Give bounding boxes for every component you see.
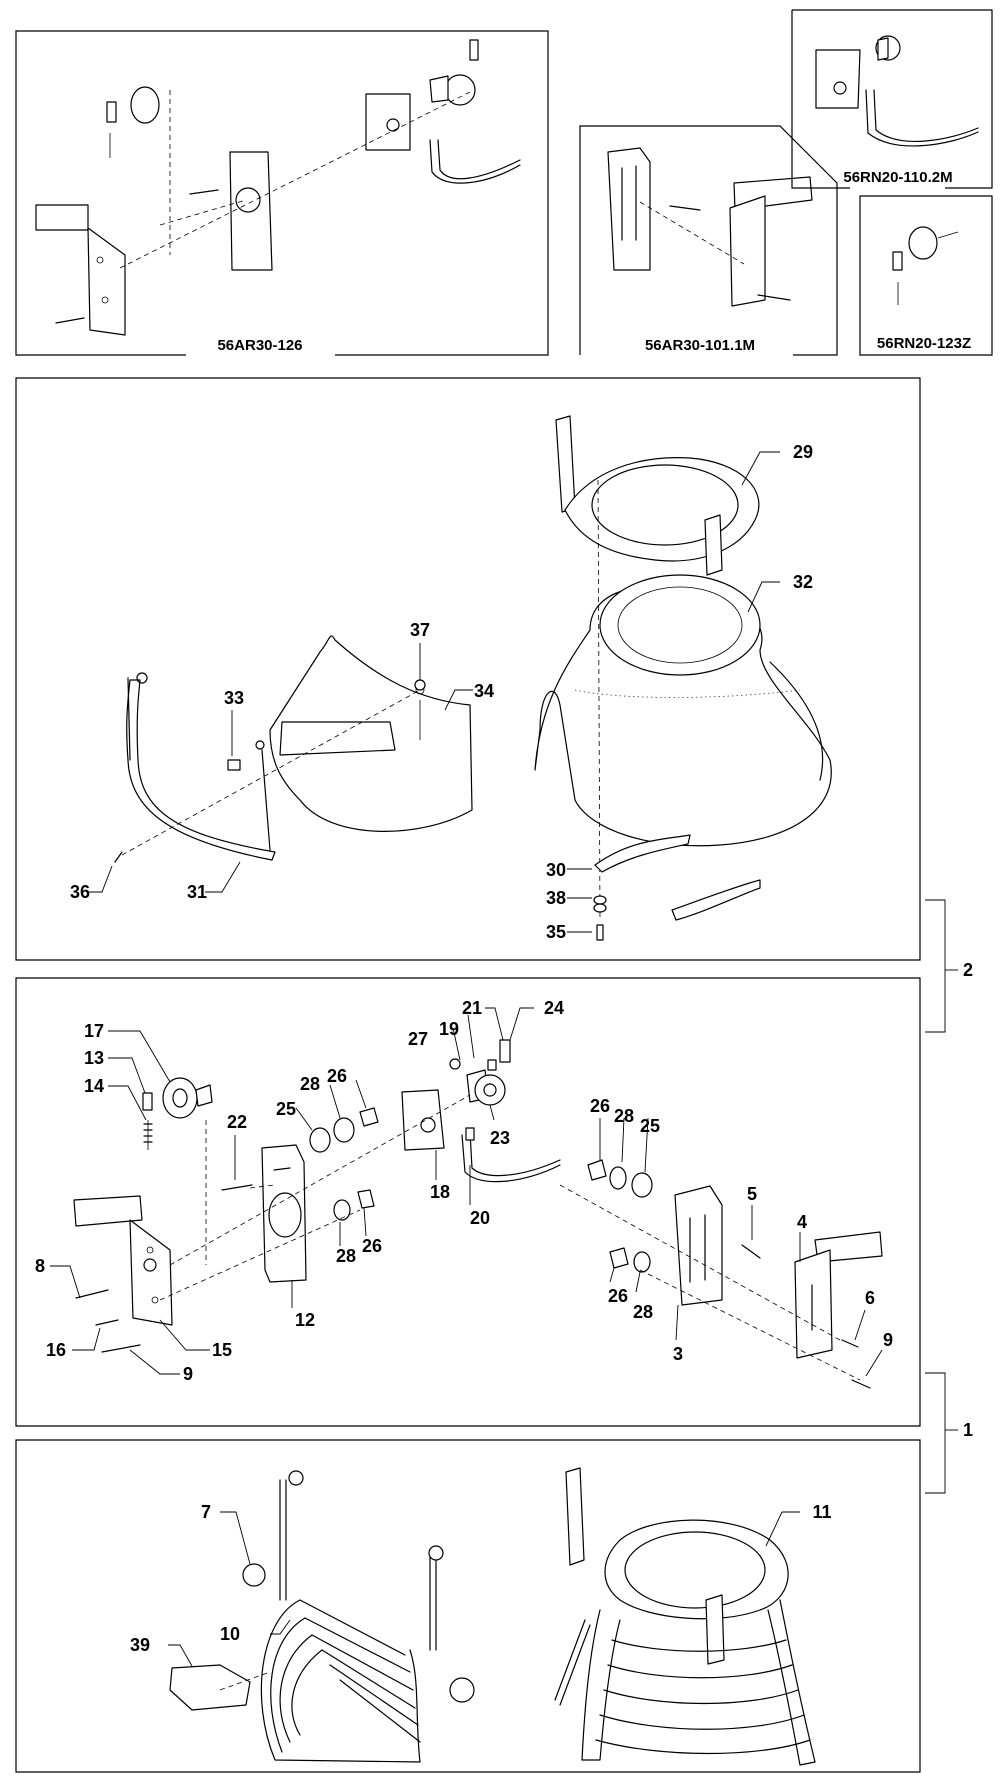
callout-28b: 28 [336, 1246, 356, 1266]
callout-14: 14 [84, 1076, 104, 1096]
callout-33: 33 [224, 688, 244, 708]
callout-38: 38 [546, 888, 566, 908]
kit-56RN20-123Z: 56RN20-123Z [859, 195, 993, 356]
callout-leaders [50, 451, 883, 1667]
callout-28d: 28 [633, 1302, 653, 1322]
kit-label-56AR30-126: 56AR30-126 [217, 337, 302, 354]
panel-guard-assembly [15, 1439, 921, 1773]
callout-28a: 28 [300, 1074, 320, 1094]
kit-56AR30-101.1M: 56AR30-101.1M [579, 125, 838, 360]
callout-11: 11 [812, 1502, 831, 1522]
callout-19: 19 [439, 1019, 459, 1039]
callout-30: 30 [546, 860, 566, 880]
callout-15: 15 [212, 1340, 232, 1360]
callout-23: 23 [490, 1128, 510, 1148]
callout-17: 17 [84, 1021, 104, 1041]
kit-label-56AR30-101.1M: 56AR30-101.1M [645, 337, 755, 354]
callout-26c: 26 [590, 1096, 610, 1116]
callout-24: 24 [544, 998, 564, 1018]
callout-10: 10 [220, 1624, 240, 1644]
callout-6: 6 [865, 1288, 875, 1308]
kit-label-56RN20-110.2M: 56RN20-110.2M [843, 169, 952, 186]
callout-29: 29 [793, 442, 813, 462]
callout-5: 5 [747, 1184, 757, 1204]
group-brackets [925, 899, 958, 1494]
kit-56RN20-110.2M: 56RN20-110.2M [791, 9, 993, 189]
panel-bracket-assembly [15, 977, 921, 1427]
callout-12: 12 [295, 1310, 315, 1330]
callout-21: 21 [462, 998, 482, 1018]
callout-35: 35 [546, 922, 566, 942]
callout-16: 16 [46, 1340, 66, 1360]
callout-8: 8 [35, 1256, 45, 1276]
callout-4: 4 [797, 1212, 807, 1232]
callout-20: 20 [470, 1208, 490, 1228]
kit-label-56RN20-123Z: 56RN20-123Z [877, 335, 971, 352]
callout-39: 39 [130, 1635, 150, 1655]
callout-28c: 28 [614, 1106, 634, 1126]
callout-9a: 9 [183, 1364, 193, 1384]
callout-36: 36 [70, 882, 90, 902]
callout-37: 37 [410, 620, 430, 640]
callout-27: 27 [408, 1029, 428, 1049]
callout-26a: 26 [327, 1066, 347, 1086]
callout-numbers: 29 32 37 34 33 36 31 30 38 35 2 17 13 14… [35, 442, 973, 1655]
callout-7: 7 [201, 1502, 211, 1522]
panel-shade-assembly [15, 377, 921, 961]
callout-2: 2 [963, 960, 973, 980]
callout-34: 34 [474, 681, 494, 701]
callout-25b: 25 [640, 1116, 660, 1136]
callout-18: 18 [430, 1182, 450, 1202]
callout-1: 1 [963, 1420, 973, 1440]
callout-26d: 26 [608, 1286, 628, 1306]
callout-25a: 25 [276, 1099, 296, 1119]
callout-31: 31 [187, 882, 207, 902]
kit-56AR30-126: 56AR30-126 [15, 30, 549, 356]
callout-9b: 9 [883, 1330, 893, 1350]
callout-26b: 26 [362, 1236, 382, 1256]
callout-32: 32 [793, 572, 813, 592]
callout-22: 22 [227, 1112, 247, 1132]
callout-3: 3 [673, 1344, 683, 1364]
callout-13: 13 [84, 1048, 104, 1068]
